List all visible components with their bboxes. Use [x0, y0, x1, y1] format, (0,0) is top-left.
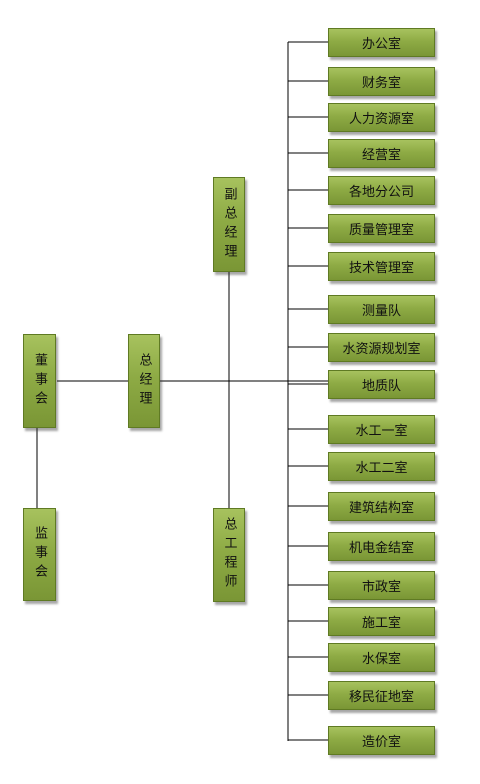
- dept-label: 人力资源室: [348, 112, 414, 127]
- dept-box: 财务室: [328, 67, 435, 96]
- dept-label: 质量管理室: [348, 223, 414, 238]
- dept-box: 各地分公司: [328, 176, 435, 205]
- dept-box: 施工室: [328, 607, 435, 636]
- dept-label: 办公室: [361, 37, 401, 52]
- dept-label: 水工一室: [355, 424, 408, 439]
- chief-engineer-box: 总工程师: [213, 508, 245, 602]
- general-manager-label: 总经理: [136, 352, 152, 410]
- general-manager-box: 总经理: [128, 334, 160, 428]
- board-label: 董事会: [32, 352, 47, 410]
- dept-box: 移民征地室: [328, 681, 435, 710]
- dept-label: 机电金结室: [348, 541, 414, 556]
- dept-box: 机电金结室: [328, 532, 435, 561]
- dept-box: 地质队: [328, 370, 435, 399]
- dept-label: 技术管理室: [348, 261, 414, 276]
- dept-box: 质量管理室: [328, 214, 435, 243]
- dept-label: 各地分公司: [348, 185, 414, 200]
- dept-box: 水保室: [328, 643, 435, 672]
- dept-box: 造价室: [328, 726, 435, 755]
- dept-label: 财务室: [361, 76, 401, 91]
- dept-label: 施工室: [361, 616, 401, 631]
- dept-box: 经营室: [328, 139, 435, 168]
- vice-general-manager-box: 副总经理: [213, 177, 245, 272]
- dept-box: 建筑结构室: [328, 492, 435, 521]
- board-box: 董事会: [23, 334, 56, 428]
- dept-box: 技术管理室: [328, 252, 435, 281]
- dept-label: 水工二室: [355, 461, 408, 476]
- dept-box: 水工一室: [328, 415, 435, 444]
- dept-label: 经营室: [361, 148, 401, 163]
- dept-box: 办公室: [328, 28, 435, 57]
- dept-label: 水保室: [361, 652, 401, 667]
- dept-label: 水资源规划室: [342, 342, 421, 357]
- dept-box: 水资源规划室: [328, 333, 435, 362]
- dept-box: 测量队: [328, 295, 435, 324]
- dept-box: 人力资源室: [328, 103, 435, 132]
- dept-label: 造价室: [361, 735, 401, 750]
- dept-label: 测量队: [361, 304, 401, 319]
- dept-label: 移民征地室: [348, 690, 414, 705]
- dept-label: 市政室: [361, 580, 401, 595]
- chief-engineer-label: 总工程师: [221, 517, 237, 593]
- dept-box: 市政室: [328, 571, 435, 600]
- dept-box: 水工二室: [328, 452, 435, 481]
- dept-label: 地质队: [361, 379, 401, 394]
- supervisors-box: 监事会: [23, 508, 56, 601]
- dept-label: 建筑结构室: [348, 501, 414, 516]
- vice-general-manager-label: 副总经理: [221, 186, 237, 263]
- supervisors-label: 监事会: [32, 526, 47, 583]
